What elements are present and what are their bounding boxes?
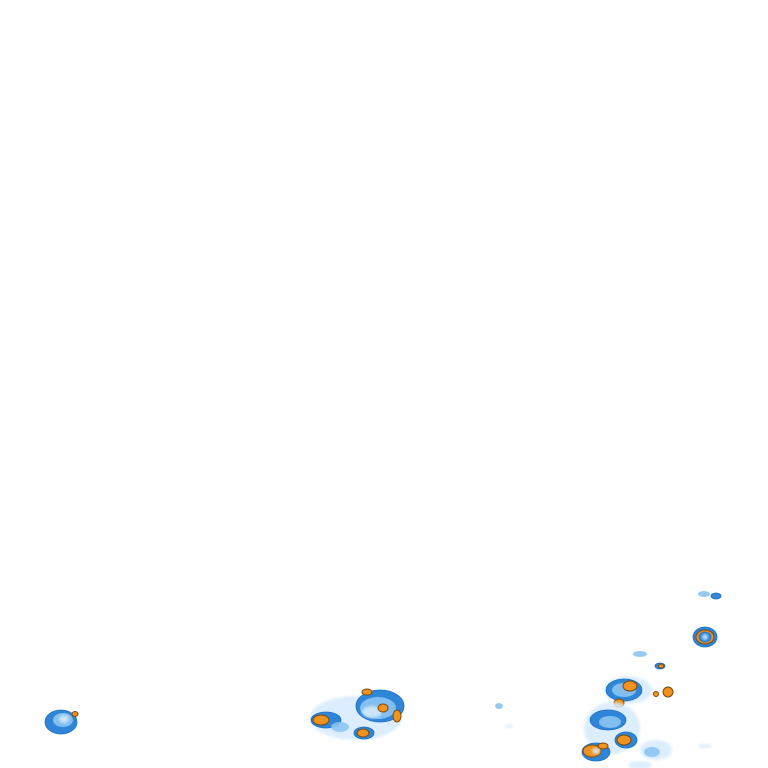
echo-blob xyxy=(599,716,621,728)
echo-cell-right xyxy=(692,626,718,648)
echo-blob xyxy=(331,722,349,732)
echo-cell-small xyxy=(495,591,722,748)
echo-blob xyxy=(362,706,382,718)
echo-blob xyxy=(392,709,402,723)
echo-blob xyxy=(698,744,712,748)
echo-blob xyxy=(710,592,722,600)
echo-blob xyxy=(616,734,632,746)
echo-blob xyxy=(658,663,664,669)
echo-cell-lower-right xyxy=(581,676,674,768)
echo-blob xyxy=(495,703,503,709)
echo-cell-center xyxy=(310,688,405,740)
echo-blob xyxy=(377,703,389,713)
echo-blob xyxy=(356,728,370,738)
echo-blob xyxy=(597,742,609,750)
echo-blob xyxy=(653,691,659,697)
echo-blob xyxy=(622,680,638,692)
echo-blob xyxy=(633,651,647,657)
echo-cell-left xyxy=(44,709,79,735)
echo-blob xyxy=(644,747,660,757)
echo-blob xyxy=(662,686,674,698)
echo-blob xyxy=(505,724,513,728)
echo-blob xyxy=(628,761,652,768)
echo-blob xyxy=(698,591,710,597)
echo-blob xyxy=(71,711,79,717)
echo-blob xyxy=(702,634,708,640)
echo-blob xyxy=(592,748,600,754)
echo-blob xyxy=(361,688,373,696)
echo-blob xyxy=(59,715,69,723)
echo-blob xyxy=(312,714,330,726)
